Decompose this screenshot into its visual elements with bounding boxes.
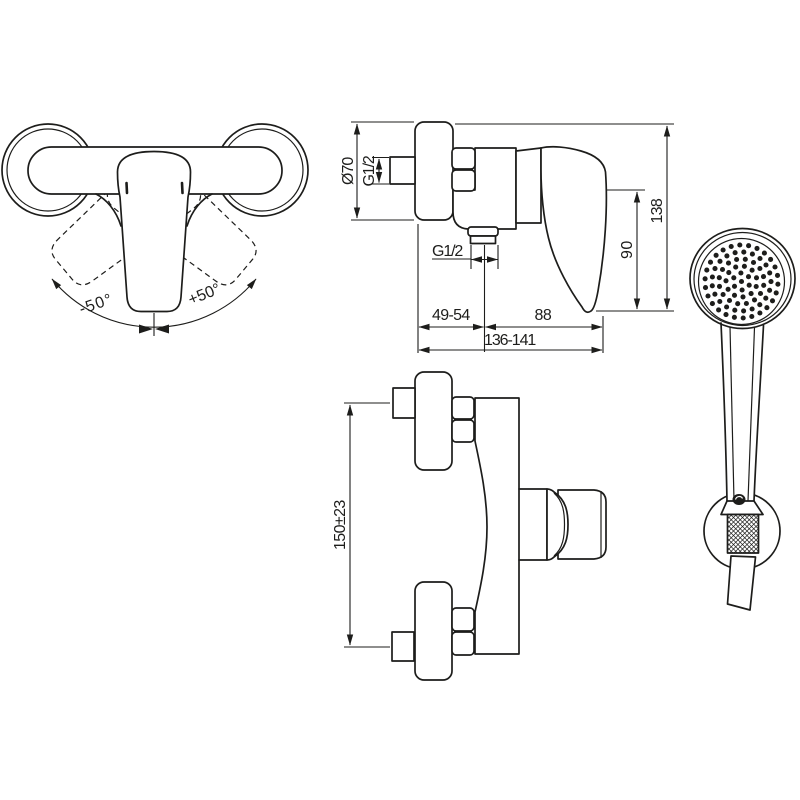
ext-lines-escutcheon	[351, 121, 414, 221]
ideal-standard-logo-swirl	[734, 495, 744, 500]
lever-handle-side	[540, 145, 608, 314]
wall-escutcheon-top	[414, 371, 453, 471]
dim-escutcheon-diameter: Ø70	[340, 157, 357, 185]
hex-nut-lower	[451, 169, 476, 192]
handle-stem-top	[518, 488, 548, 561]
mixer-body-top	[474, 397, 520, 655]
dim-outlet-to-front: 88	[535, 307, 552, 324]
shower-handle-facet-left	[729, 326, 735, 502]
hose-nut-knurl	[727, 514, 759, 553]
swing-arc	[51, 278, 257, 328]
lever-handle-front	[116, 150, 192, 313]
wall-escutcheon	[414, 121, 454, 221]
wall-escutcheon-bottom	[414, 581, 453, 681]
ext-lines-inlet	[372, 156, 389, 185]
inlet-fitting	[389, 156, 416, 185]
handle-hub-arc	[553, 492, 566, 557]
shower-handle-right	[753, 324, 765, 502]
outlet-connector	[469, 235, 497, 245]
dim-connection-distance: 150±23	[332, 500, 349, 550]
hex-nut-bottom-1	[451, 607, 475, 632]
installation-view: 150±23	[332, 371, 607, 681]
dim-outlet-thread: G1/2	[432, 243, 463, 260]
dim-total-depth: 136-141	[484, 332, 536, 349]
outlet-rim	[467, 226, 499, 237]
ext-lines-height	[455, 123, 674, 312]
handle-grip-top	[557, 489, 607, 560]
dim-total-height: 138	[649, 198, 666, 223]
dim-handle-height: 90	[619, 241, 636, 259]
dim-swing-right: +50°	[186, 281, 223, 309]
handle-crease-left	[125, 181, 129, 195]
spray-nozzles	[702, 242, 781, 321]
shower-hose	[726, 555, 757, 611]
inlet-fitting-top	[392, 387, 416, 419]
hex-nut-top-2	[451, 419, 475, 443]
dim-wall-to-outlet: 49-54	[432, 307, 470, 324]
side-view: Ø70 G1/2 138 90 G1/2 49-54 88 136-141	[340, 121, 674, 354]
dim-inlet-thread: G1/2	[361, 155, 378, 186]
hex-nut-upper	[451, 147, 476, 170]
escutcheon-fillet-right	[186, 193, 213, 227]
inlet-fitting-bottom	[391, 631, 415, 662]
ext-lines-depth	[417, 224, 604, 353]
spray-face	[697, 237, 786, 326]
hex-nut-top-1	[451, 396, 475, 420]
ext-lines-connections	[344, 402, 390, 648]
escutcheon-fillet-left	[95, 193, 122, 227]
front-view: -50° +50°	[1, 123, 309, 336]
center-arrow-right	[155, 324, 169, 334]
shower-handle-facet-right	[747, 327, 756, 502]
shower-handle-left	[720, 322, 728, 502]
hex-nut-bottom-2	[451, 631, 475, 656]
shower-head-rim	[693, 231, 792, 327]
handle-crease-right	[180, 181, 184, 195]
cartridge-housing	[515, 147, 542, 224]
center-arrow-left	[139, 324, 153, 334]
ideal-standard-logo-icon	[732, 494, 746, 505]
hand-shower-view	[689, 227, 796, 611]
